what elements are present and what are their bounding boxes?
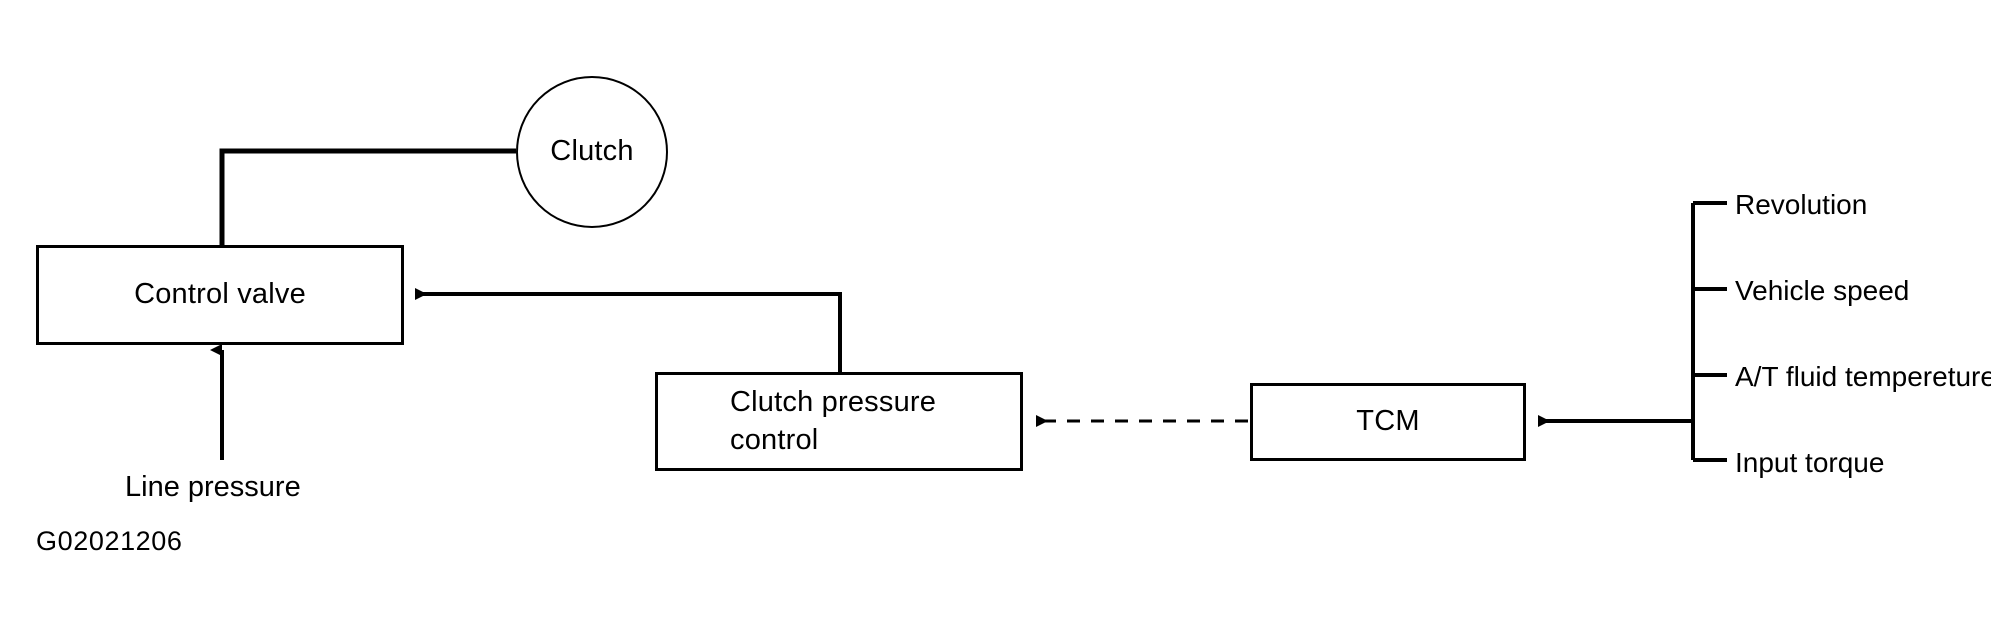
node-control-valve[interactable]: Control valve [36, 245, 404, 345]
signal-label-at-fluid-temperature: A/T fluid tempereture [1735, 361, 1991, 392]
node-control-valve-label: Control valve [134, 278, 306, 311]
signal-label-input-torque: Input torque [1735, 447, 1885, 478]
signal-label-vehicle-speed: Vehicle speed [1735, 275, 1910, 306]
node-clutch-label: Clutch [550, 135, 634, 168]
connector-clutch-to-control-valve [219, 148, 516, 247]
figure-code: G02021206 [36, 526, 183, 556]
connector-clutch-pressure-control-to-control-valve [415, 288, 842, 372]
node-clutch[interactable]: Clutch [516, 76, 668, 228]
label-line-pressure: Line pressure [125, 471, 301, 503]
node-tcm[interactable]: TCM [1250, 383, 1526, 461]
signal-label-revolution: Revolution [1735, 189, 1868, 220]
node-clutch-pressure-control[interactable]: Clutch pressure control [655, 372, 1023, 471]
node-clutch-pressure-control-label: Clutch pressure control [730, 386, 937, 456]
signal-bracket [1691, 201, 1727, 462]
node-tcm-label: TCM [1356, 405, 1420, 438]
